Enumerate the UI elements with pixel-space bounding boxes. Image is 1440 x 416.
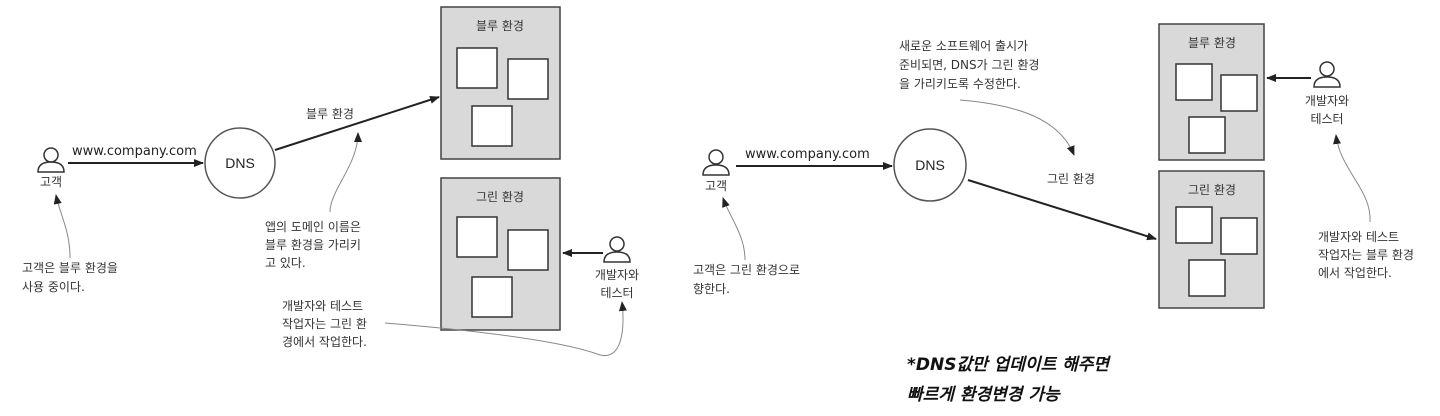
green-server xyxy=(456,216,498,258)
dns-note-line-2: 블루 환경을 가리키 xyxy=(265,238,361,252)
customer-note-arrow xyxy=(722,197,746,261)
dns-note-line-1: 앱의 도메인 이름은 xyxy=(265,220,361,234)
green-server xyxy=(1188,259,1226,297)
release-note-arrow xyxy=(959,99,1075,156)
customer-note-line-1: 고객은 그린 환경으로 xyxy=(693,263,800,277)
green-environment: 그린 환경 xyxy=(1158,170,1265,309)
blue-env-label: 블루 환경 xyxy=(1188,36,1236,50)
customer-note-line-2: 향한다. xyxy=(693,282,730,296)
dev-note-arrow xyxy=(384,301,627,356)
dns-note-line-3: 고 있다. xyxy=(265,256,306,270)
left-diagram: 고객 고객은 블루 환경을 사용 중이다. www.company.com DN… xyxy=(22,6,639,356)
url-label: www.company.com xyxy=(72,144,197,159)
green-environment: 그린 환경 xyxy=(440,177,561,331)
blue-server xyxy=(1175,63,1213,101)
blue-environment: 블루 환경 xyxy=(440,6,561,160)
dns-node xyxy=(893,128,967,202)
dns-label: DNS xyxy=(915,157,945,173)
blue-environment: 블루 환경 xyxy=(1158,23,1265,161)
dev-label-line-1: 개발자와 xyxy=(1305,94,1349,108)
dev-note-line-2: 작업자는 블루 환경 xyxy=(1318,248,1414,262)
dev-label-line-2: 테스터 xyxy=(600,286,633,300)
customer-note-line-2: 사용 중이다. xyxy=(22,280,85,294)
dev-note-arrow xyxy=(1333,134,1371,223)
developer-icon xyxy=(1313,61,1341,88)
blue-server xyxy=(1188,116,1226,154)
blue-server xyxy=(471,105,513,147)
release-note-line-1: 새로운 소프트웨어 출시가 xyxy=(899,39,1028,53)
customer-note-line-1: 고객은 블루 환경을 xyxy=(22,261,118,275)
dns-to-green-arrow xyxy=(967,179,1157,241)
dns-note-arrow xyxy=(329,132,362,213)
route-label: 블루 환경 xyxy=(306,107,354,121)
dns-to-blue-arrow xyxy=(274,95,440,151)
dev-note-line-3: 경에서 작업한다. xyxy=(282,335,367,349)
dev-note-line-1: 개발자와 테스트 xyxy=(1318,230,1399,244)
green-server xyxy=(1175,206,1213,244)
developer-icon xyxy=(603,236,631,263)
dev-note-line-1: 개발자와 테스트 xyxy=(282,299,363,313)
handwritten-note-line-2: 빠르게 환경변경 가능 xyxy=(907,385,1061,405)
customer-label: 고객 xyxy=(40,175,62,189)
blue-server xyxy=(456,47,498,89)
dns-node xyxy=(204,127,276,199)
right-diagram: 고객 고객은 그린 환경으로 향한다. www.company.com DNS … xyxy=(693,23,1414,309)
green-server xyxy=(471,276,513,318)
blue-server xyxy=(1220,74,1258,112)
release-note-line-2: 준비되면, DNS가 그린 환경 xyxy=(899,58,1039,72)
handwritten-note-line-1: *DNS값만 업데이트 해주면 xyxy=(907,355,1111,375)
customer-label: 고객 xyxy=(705,179,727,193)
blue-server xyxy=(507,58,549,100)
customer-note-arrow xyxy=(53,194,71,259)
customer-icon xyxy=(702,149,730,176)
green-server xyxy=(1220,217,1258,255)
dev-note-line-3: 에서 작업한다. xyxy=(1318,266,1392,280)
blue-env-label: 블루 환경 xyxy=(476,19,524,33)
green-server xyxy=(507,229,549,271)
dev-note-line-2: 작업자는 그린 환 xyxy=(282,317,367,331)
route-label: 그린 환경 xyxy=(1047,172,1095,186)
dev-label-line-2: 테스터 xyxy=(1310,112,1343,126)
handwritten-note: *DNS값만 업데이트 해주면 빠르게 환경변경 가능 xyxy=(907,355,1111,405)
url-label: www.company.com xyxy=(745,147,870,162)
customer-icon xyxy=(37,147,65,173)
release-note-line-3: 을 가리키도록 수정한다. xyxy=(899,77,1021,91)
green-env-label: 그린 환경 xyxy=(1188,183,1236,197)
dev-label-line-1: 개발자와 xyxy=(595,268,639,282)
dns-label: DNS xyxy=(225,155,255,171)
green-env-label: 그린 환경 xyxy=(476,190,524,204)
